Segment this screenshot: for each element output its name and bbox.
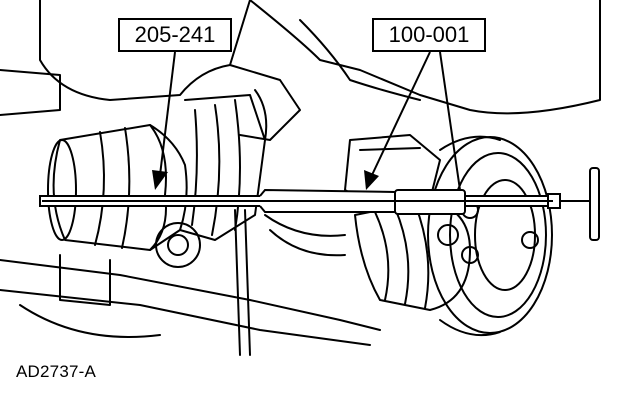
cv-boot-inner [47, 124, 188, 251]
leader-line-100-001-a [371, 51, 431, 176]
leader-line-100-001-b [439, 51, 461, 191]
tool-callout-205-241: 205-241 [118, 18, 232, 52]
tie-rod [264, 214, 346, 237]
frame-rail-left [0, 69, 61, 116]
engine-mount-bracket [229, 64, 301, 141]
lower-control-arm [0, 259, 381, 331]
cv-boot-outer [354, 199, 471, 311]
differential-housing [155, 94, 266, 268]
t-handle [560, 167, 600, 241]
arrowhead-100-001-a [364, 170, 379, 190]
figure-identifier: AD2737-A [16, 362, 97, 381]
stabilizer-link [234, 209, 241, 356]
leader-line-205-241 [159, 51, 176, 176]
engine-upper-housing [249, 0, 601, 115]
tool-callout-100-001: 100-001 [372, 18, 486, 52]
arrowhead-205-241 [152, 170, 168, 190]
slide-hammer-shaft [39, 188, 561, 215]
wheel-hub-rotor [427, 135, 553, 337]
